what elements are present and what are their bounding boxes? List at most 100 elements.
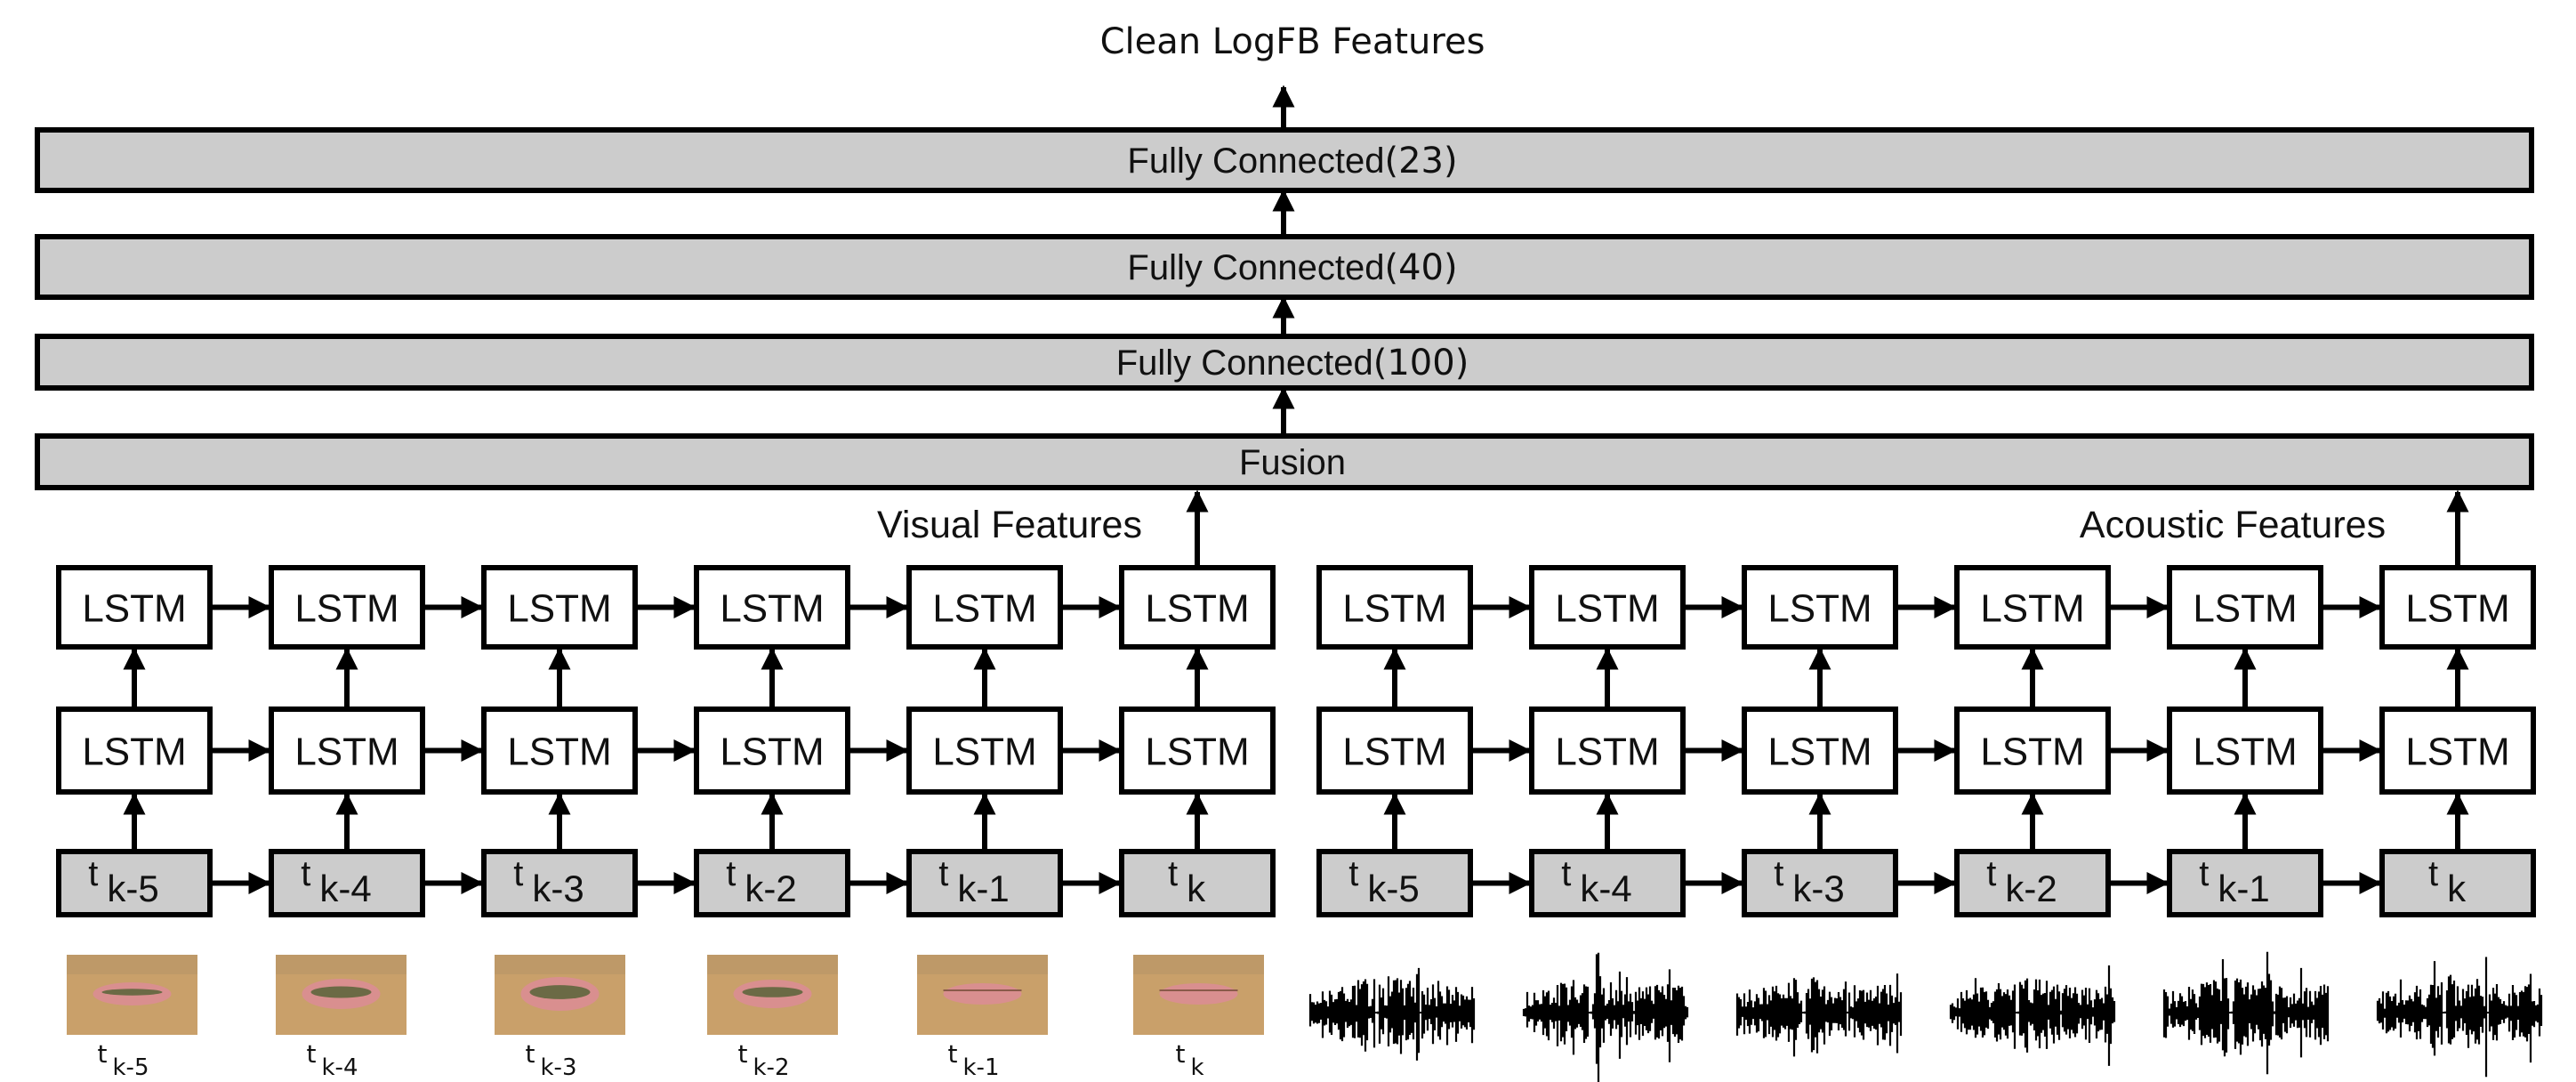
visual-features-label: Visual Features (877, 504, 1142, 546)
layer-name: Fusion (1239, 443, 1346, 482)
mouth-image (707, 955, 838, 1035)
time-symbol: t (1986, 854, 1996, 893)
lstm-label: LSTM (932, 731, 1036, 774)
lstm-label: LSTM (1980, 587, 2084, 631)
caption-symbol: t (948, 1039, 958, 1069)
lstm-cell (1742, 707, 1898, 795)
lstm-label: LSTM (1342, 731, 1446, 774)
mustache-shade (917, 955, 1048, 974)
caption-subscript: k-3 (541, 1054, 577, 1081)
caption-subscript: k-1 (963, 1054, 1000, 1081)
time-subscript: k-3 (1792, 868, 1844, 909)
lstm-label: LSTM (720, 587, 824, 631)
lstm-label: LSTM (720, 731, 824, 774)
time-symbol: t (938, 854, 948, 893)
time-subscript: k-2 (2005, 868, 2057, 909)
input-frame-box (1316, 849, 1473, 917)
time-subscript: k (2447, 868, 2467, 909)
lstm-cell (906, 565, 1063, 650)
caption-symbol: t (307, 1039, 317, 1069)
caption-symbol: t (1175, 1039, 1185, 1069)
acoustic-features-label: Acoustic Features (2080, 504, 2386, 546)
lstm-cell (1742, 565, 1898, 650)
lstm-label: LSTM (1980, 731, 2084, 774)
mouth-opening (742, 987, 803, 997)
lstm-label: LSTM (1145, 731, 1249, 774)
lstm-label: LSTM (1555, 587, 1659, 631)
layer-label: Fully Connected(23) (1127, 141, 1457, 182)
lstm-label: LSTM (932, 587, 1036, 631)
input-frame-box (481, 849, 638, 917)
layer-name: Fully Connected (1127, 248, 1384, 287)
layer-label: Fusion (1239, 443, 1346, 482)
lips (1159, 983, 1238, 1005)
layer-label: Fully Connected(40) (1127, 247, 1457, 288)
lstm-label: LSTM (507, 587, 611, 631)
layer-fc-23: Fully Connected(23) (35, 127, 2534, 193)
lstm-label: LSTM (1767, 587, 1872, 631)
time-symbol: t (2199, 854, 2209, 893)
mouth-image (1133, 955, 1264, 1035)
layer-name: Fully Connected (1127, 141, 1384, 181)
lstm-label: LSTM (1145, 587, 1249, 631)
lstm-label: LSTM (2193, 587, 2297, 631)
lstm-cell (1119, 565, 1276, 650)
layer-fc-100: Fully Connected(100) (35, 334, 2534, 391)
input-frame-box (1529, 849, 1686, 917)
lstm-cell (1316, 707, 1473, 795)
lstm-label: LSTM (294, 731, 398, 774)
audio-waveform (1522, 952, 1689, 1082)
lstm-cell (2379, 707, 2536, 795)
caption-symbol: t (738, 1039, 748, 1069)
lstm-label: LSTM (2405, 587, 2509, 631)
caption-symbol: t (98, 1039, 108, 1069)
lips (943, 983, 1022, 1005)
mustache-shade (707, 955, 838, 974)
time-symbol: t (1561, 854, 1571, 893)
time-subscript: k (1187, 868, 1206, 909)
lstm-label: LSTM (82, 587, 186, 631)
time-symbol: t (88, 854, 98, 893)
mouth-image (495, 955, 625, 1035)
time-symbol: t (513, 854, 523, 893)
layer-units: (100) (1373, 343, 1469, 384)
dense-layers: Fully Connected(23)Fully Connected(40)Fu… (35, 85, 2534, 490)
input-frame-box (269, 849, 425, 917)
layer-fc-40: Fully Connected(40) (35, 234, 2534, 300)
time-subscript: k-2 (745, 868, 796, 909)
lstm-label: LSTM (1342, 587, 1446, 631)
lstm-cell (481, 565, 638, 650)
input-frame-box (1119, 849, 1276, 917)
lstm-label: LSTM (507, 731, 611, 774)
mustache-shade (1133, 955, 1264, 974)
lstm-label: LSTM (82, 731, 186, 774)
lstm-cell (906, 707, 1063, 795)
caption-subscript: k-2 (753, 1054, 790, 1081)
output-title: Clean LogFB Features (1100, 21, 1485, 62)
layer-fusion: Fusion (35, 433, 2534, 490)
lstm-cell (2379, 565, 2536, 650)
time-symbol: t (726, 854, 736, 893)
audio-waveform (1735, 973, 1903, 1057)
mouth-opening (101, 989, 163, 996)
time-symbol: t (1168, 854, 1178, 893)
audio-waveform (1308, 967, 1476, 1061)
time-subscript: k-3 (532, 868, 584, 909)
